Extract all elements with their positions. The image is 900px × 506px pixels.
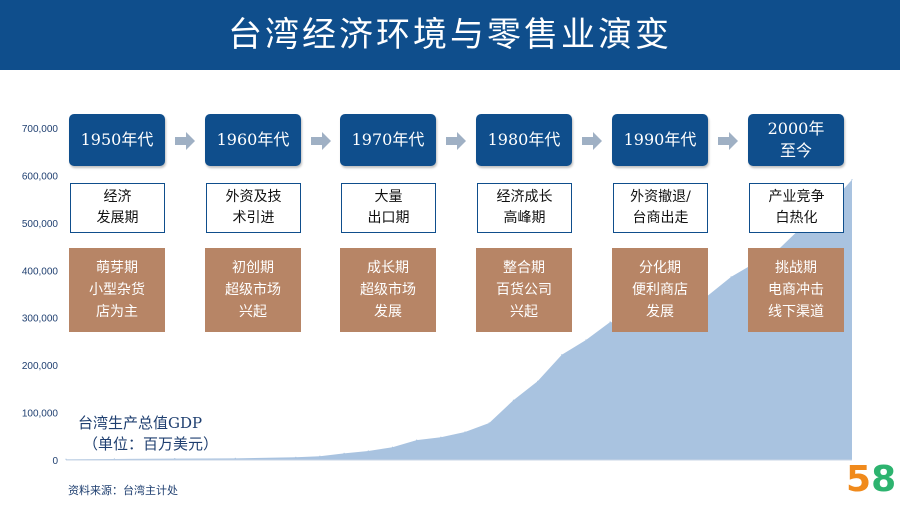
retail-stage-box: 分化期 便利商店 发展 — [612, 248, 708, 332]
gdp-data-point — [416, 439, 418, 441]
economic-phase-box: 经济成长 高峰期 — [477, 183, 572, 233]
gdp-data-point — [609, 321, 611, 323]
y-tick-label: 600,000 — [22, 171, 59, 182]
title-banner: 台湾经济环境与零售业演变 — [0, 0, 900, 70]
y-tick-label: 100,000 — [22, 409, 59, 420]
page-title: 台湾经济环境与零售业演变 — [228, 15, 672, 55]
retail-stage-box: 萌芽期 小型杂货 店为主 — [69, 248, 165, 332]
gdp-data-point — [113, 458, 115, 460]
era-box: 1980年代 — [476, 114, 572, 166]
logo-digit-8: 8 — [871, 459, 897, 500]
gdp-data-point — [851, 179, 853, 181]
gdp-data-point — [440, 436, 442, 438]
gdp-data-point — [391, 446, 394, 448]
economic-phase-box: 产业竞争 白热化 — [749, 183, 844, 233]
gdp-data-point — [343, 452, 345, 454]
arrow-right-icon — [446, 132, 466, 150]
arrow-right-icon — [582, 132, 602, 150]
gdp-data-point — [512, 399, 515, 401]
era-box: 1970年代 — [340, 114, 436, 166]
y-axis: 0 100,000 200,000 300,000 400,000 500,000 600,… — [22, 124, 59, 467]
gdp-data-point — [730, 276, 732, 278]
y-tick-label: 0 — [52, 456, 58, 467]
era-box: 2000年 至今 — [748, 114, 844, 166]
era-box: 1990年代 — [612, 114, 708, 166]
gdp-data-point — [585, 339, 587, 341]
retail-stage-box: 挑战期 电商冲击 线下渠道 — [748, 248, 844, 332]
gdp-area-series — [66, 179, 852, 460]
gdp-data-point — [488, 422, 490, 424]
gdp-series-label: 台湾生产总值GDP — [78, 414, 203, 432]
retail-stage-box: 成长期 超级市场 发展 — [340, 248, 436, 332]
y-tick-label: 700,000 — [22, 124, 59, 135]
arrow-right-icon — [311, 132, 331, 150]
y-tick-label: 300,000 — [22, 314, 59, 325]
gdp-unit-label: （单位：百万美元） — [83, 435, 219, 453]
gdp-data-point — [537, 380, 539, 382]
gdp-data-point — [464, 431, 466, 433]
gdp-data-point — [561, 354, 563, 356]
economic-phase-box: 外资及技 术引进 — [206, 183, 301, 233]
arrow-right-icon — [718, 132, 738, 150]
retail-stage-box: 整合期 百货公司 兴起 — [476, 248, 572, 332]
gdp-data-point — [295, 456, 297, 458]
logo-digit-5: 5 — [846, 459, 872, 500]
retail-stage-box: 初创期 超级市场 兴起 — [205, 248, 301, 332]
arrow-right-icon — [175, 132, 195, 150]
gdp-data-point — [234, 457, 236, 459]
y-tick-label: 400,000 — [22, 266, 59, 277]
gdp-data-point — [65, 458, 67, 460]
economic-phase-box: 大量 出口期 — [341, 183, 436, 233]
gdp-data-point — [174, 458, 176, 460]
58-logo: 58 — [846, 460, 896, 500]
gdp-data-point — [319, 455, 321, 457]
economic-phase-box: 外资撤退/ 台商出走 — [613, 183, 708, 233]
source-note: 资料来源：台湾主计处 — [68, 484, 178, 497]
y-tick-label: 200,000 — [22, 361, 59, 372]
era-box: 1960年代 — [205, 114, 301, 166]
economic-phase-box: 经济 发展期 — [70, 183, 165, 233]
gdp-data-point — [367, 450, 369, 452]
y-tick-label: 500,000 — [22, 219, 59, 230]
era-box: 1950年代 — [69, 114, 165, 166]
